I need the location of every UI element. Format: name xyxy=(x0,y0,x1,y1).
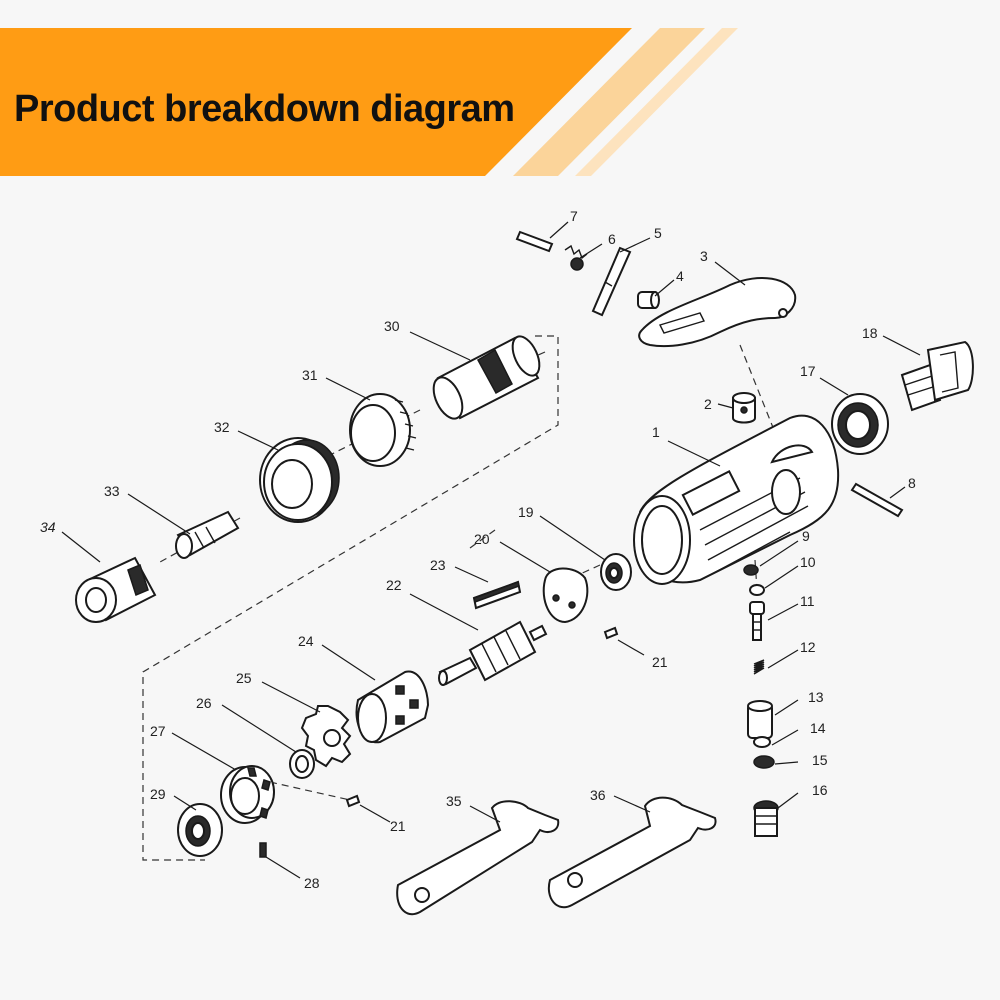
part-26-washer xyxy=(289,749,315,779)
part-10-washer xyxy=(749,584,765,596)
title-banner: Product breakdown diagram xyxy=(0,28,1000,176)
callout-33: 33 xyxy=(104,483,120,499)
part-21-pin-upper xyxy=(603,626,619,640)
part-4-bushing xyxy=(637,291,660,309)
callout-3: 3 xyxy=(700,248,708,264)
part-25-gear-plate xyxy=(300,705,352,768)
part-35-wrench xyxy=(396,800,560,915)
part-28-screw xyxy=(259,842,267,858)
callout-19: 19 xyxy=(518,504,534,520)
part-3-throttle-lever xyxy=(638,277,797,348)
callout-30: 30 xyxy=(384,318,400,334)
callout-9: 9 xyxy=(802,528,810,544)
callout-5: 5 xyxy=(654,225,662,241)
callout-23: 23 xyxy=(430,557,446,573)
callout-27: 27 xyxy=(150,723,166,739)
part-29-bearing xyxy=(177,803,223,857)
part-2-valve-stem xyxy=(732,392,756,424)
callout-22: 22 xyxy=(386,577,402,593)
callout-31: 31 xyxy=(302,367,318,383)
part-20-end-plate xyxy=(542,567,589,624)
part-6-spring xyxy=(564,244,588,271)
callout-1: 1 xyxy=(652,424,660,440)
callout-25: 25 xyxy=(236,670,252,686)
callout-21-upper: 21 xyxy=(652,654,668,670)
callout-17: 17 xyxy=(800,363,816,379)
part-15-washer xyxy=(753,755,775,769)
part-23-vane xyxy=(472,580,522,610)
callout-32: 32 xyxy=(214,419,230,435)
callout-18: 18 xyxy=(862,325,878,341)
part-1-housing xyxy=(633,414,840,585)
callout-12: 12 xyxy=(800,639,816,655)
part-17-cap xyxy=(831,393,889,455)
part-9-o-ring xyxy=(743,564,759,576)
part-31-ring-nut xyxy=(349,393,417,467)
callout-10: 10 xyxy=(800,554,816,570)
callout-2: 2 xyxy=(704,396,712,412)
callout-35: 35 xyxy=(446,793,462,809)
callout-29: 29 xyxy=(150,786,166,802)
callout-34: 34 xyxy=(40,519,56,535)
callout-16: 16 xyxy=(812,782,828,798)
callout-labels: 1 2 3 4 5 6 7 8 9 10 11 12 13 14 15 16 1… xyxy=(40,208,916,891)
callout-21-lower: 21 xyxy=(390,818,406,834)
part-32-knurled-nut xyxy=(259,437,340,523)
callout-36: 36 xyxy=(590,787,606,803)
part-11-valve-pin xyxy=(749,601,765,641)
callout-15: 15 xyxy=(812,752,828,768)
callout-13: 13 xyxy=(808,689,824,705)
part-7-pin xyxy=(515,230,554,253)
page-title: Product breakdown diagram xyxy=(14,88,515,130)
part-8-pin xyxy=(850,482,904,518)
part-36-wrench xyxy=(547,796,717,908)
part-22-rotor xyxy=(438,620,548,686)
callout-4: 4 xyxy=(676,268,684,284)
callout-6: 6 xyxy=(608,231,616,247)
callout-24: 24 xyxy=(298,633,314,649)
callout-14: 14 xyxy=(810,720,826,736)
part-24-cylinder-sleeve xyxy=(355,670,430,744)
callout-28: 28 xyxy=(304,875,320,891)
callout-7: 7 xyxy=(570,208,578,224)
callout-8: 8 xyxy=(908,475,916,491)
part-21-pin-lower xyxy=(345,794,361,808)
part-12-spring xyxy=(753,659,765,675)
part-34-collet-nut xyxy=(75,556,157,623)
part-13-valve-sleeve xyxy=(747,700,773,739)
part-27-lock-nut xyxy=(220,765,275,824)
callout-20: 20 xyxy=(474,531,490,547)
banner-background xyxy=(0,28,738,176)
part-19-bearing xyxy=(600,553,632,591)
leader-lines xyxy=(61,221,921,879)
part-14-o-ring xyxy=(753,736,771,748)
part-5-latch xyxy=(591,246,632,317)
part-33-collet xyxy=(175,510,240,559)
callout-26: 26 xyxy=(196,695,212,711)
part-18-air-inlet xyxy=(900,340,974,412)
callout-11: 11 xyxy=(800,593,815,609)
part-16-plug xyxy=(753,800,779,837)
part-30-cylinder xyxy=(432,335,541,420)
